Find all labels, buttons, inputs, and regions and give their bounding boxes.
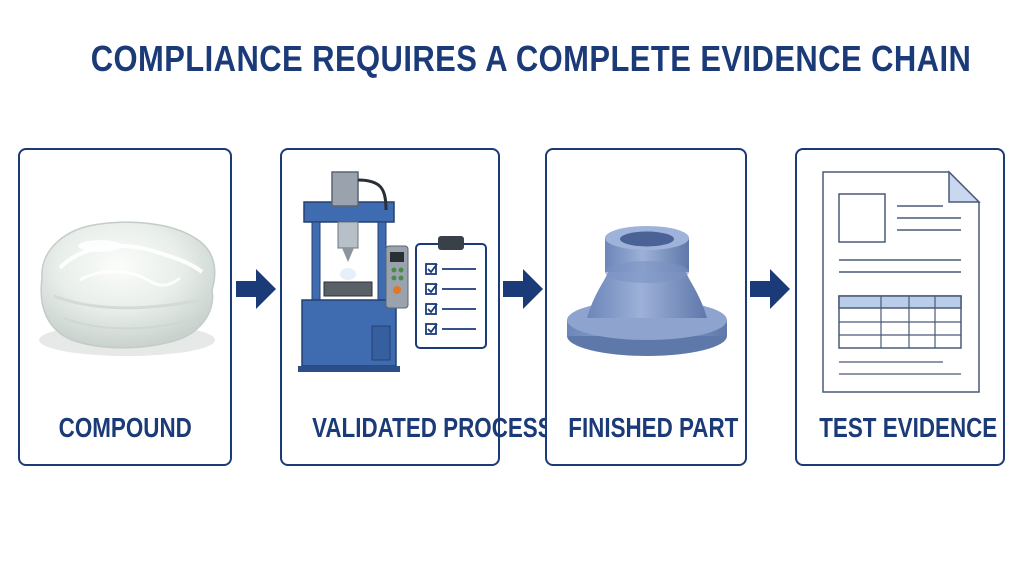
arrow-right-icon [236,269,276,309]
step-card-finished-part: FINISHED PART [545,148,747,466]
page-title: COMPLIANCE REQUIRES A COMPLETE EVIDENCE … [90,38,972,79]
molded-part-icon [567,226,727,356]
step-label: FINISHED PART [568,412,739,443]
step-label: TEST EVIDENCE [819,412,998,443]
step-card-test-evidence: TEST EVIDENCE [795,148,1005,466]
molding-press-checklist-icon [298,171,487,372]
arrow-right-icon [750,269,790,309]
step-card-validated-process: VALIDATED PROCESS [280,148,553,466]
arrow-right-icon [503,269,543,309]
step-label: VALIDATED PROCESS [312,412,553,443]
test-report-document-icon [822,170,981,393]
step-label: COMPOUND [58,412,192,443]
silicone-compound-icon [39,221,216,356]
step-card-compound: COMPOUND [18,148,232,466]
